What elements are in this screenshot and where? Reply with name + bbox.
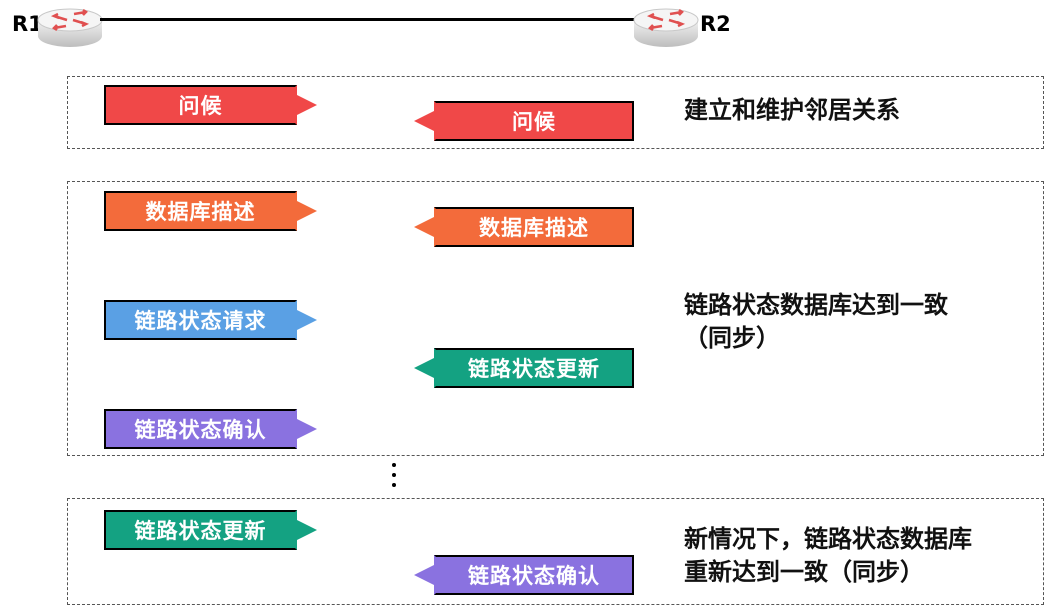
phase-3-box <box>67 498 1044 605</box>
message-lsack-r1: 链路状态确认 <box>104 409 297 449</box>
message-label: 链路状态更新 <box>468 357 600 381</box>
message-label: 链路状态确认 <box>468 564 600 588</box>
message-hello-r1: 问候 <box>104 85 297 125</box>
phase-1-description: 建立和维护邻居关系 <box>684 96 900 124</box>
arrow-right-icon <box>295 94 317 116</box>
message-lsack-r2: 链路状态确认 <box>434 555 634 595</box>
message-label: 链路状态更新 <box>134 519 267 543</box>
arrow-left-icon <box>414 357 436 379</box>
arrow-left-icon <box>414 564 436 586</box>
arrow-left-icon <box>414 216 436 238</box>
router-r1-label: R1 <box>12 12 43 36</box>
message-hello-r2: 问候 <box>434 101 634 141</box>
r1-r2-link <box>100 18 640 21</box>
message-lsr-r1: 链路状态请求 <box>104 300 297 340</box>
message-label: 链路状态请求 <box>134 309 267 333</box>
router-r2-label: R2 <box>700 12 731 36</box>
message-lsu-r1: 链路状态更新 <box>104 510 297 550</box>
phase-3-description: 新情况下，链路状态数据库 重新达到一致（同步） <box>684 525 972 586</box>
message-dbd-r1: 数据库描述 <box>104 191 297 231</box>
message-label: 链路状态确认 <box>134 418 267 442</box>
phase-1-box <box>67 76 1044 149</box>
phase-2-description: 链路状态数据库达到一致 （同步） <box>684 291 948 352</box>
arrow-right-icon <box>295 418 317 440</box>
message-label: 数据库描述 <box>479 216 589 240</box>
ellipsis-icon <box>389 463 399 487</box>
arrow-right-icon <box>295 200 317 222</box>
arrow-right-icon <box>295 309 317 331</box>
message-label: 问候 <box>512 110 556 134</box>
message-lsu-r2: 链路状态更新 <box>434 348 634 388</box>
arrow-left-icon <box>414 110 436 132</box>
message-label: 数据库描述 <box>145 200 256 224</box>
arrow-right-icon <box>295 519 317 541</box>
message-label: 问候 <box>178 94 223 118</box>
router-r1-icon <box>37 8 103 47</box>
message-dbd-r2: 数据库描述 <box>434 207 634 247</box>
router-r2-icon <box>633 8 699 47</box>
phase-2-box <box>67 181 1044 456</box>
